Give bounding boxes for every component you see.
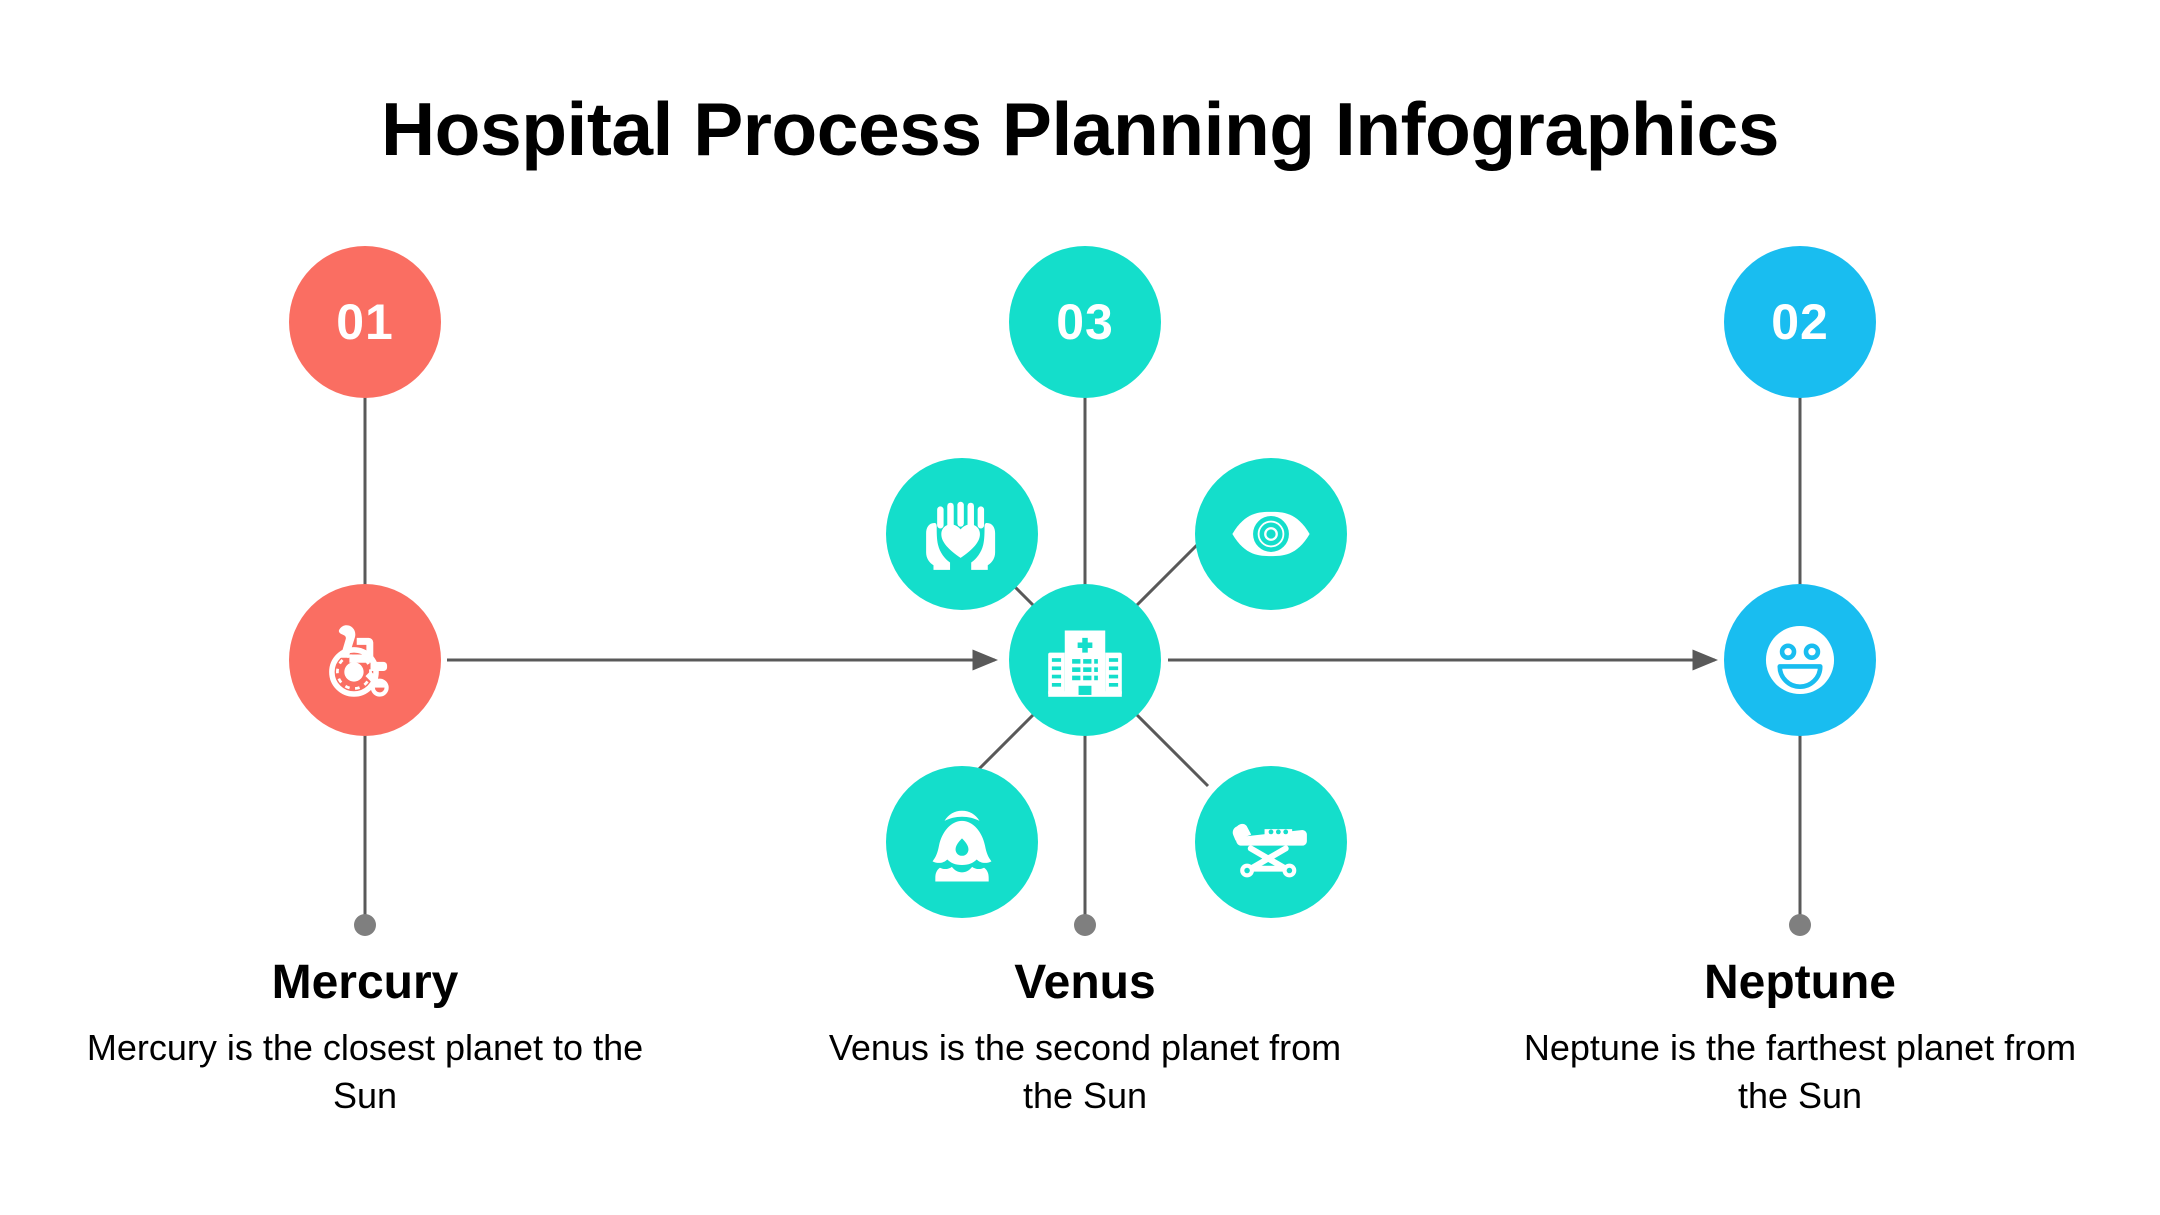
caption-mercury: Mercury Mercury is the closest planet to… bbox=[85, 955, 645, 1119]
step-badge-01[interactable]: 01 bbox=[289, 246, 441, 398]
step-number-01: 01 bbox=[336, 294, 394, 350]
caption-neptune: Neptune Neptune is the farthest planet f… bbox=[1520, 955, 2080, 1119]
satellite-node-eye[interactable] bbox=[1195, 458, 1347, 610]
caption-venus: Venus Venus is the second planet from th… bbox=[805, 955, 1365, 1119]
caption-desc-mercury: Mercury is the closest planet to the Sun bbox=[86, 1027, 644, 1116]
nurse-icon bbox=[932, 810, 992, 882]
step-node-venus[interactable] bbox=[1009, 584, 1161, 736]
caption-desc-venus: Venus is the second planet from the Sun bbox=[828, 1027, 1342, 1116]
step-number-03: 03 bbox=[1056, 294, 1114, 350]
satellite-node-nurse[interactable] bbox=[886, 766, 1038, 918]
step-node-mercury[interactable] bbox=[289, 584, 441, 736]
caption-title-neptune: Neptune bbox=[1704, 956, 1896, 1009]
satellite-node-stretcher[interactable] bbox=[1195, 766, 1347, 918]
satellite-node-heart-in-hands[interactable] bbox=[886, 458, 1038, 610]
stretcher-icon bbox=[1232, 823, 1307, 878]
end-dot-mercury bbox=[354, 914, 376, 936]
caption-title-mercury: Mercury bbox=[271, 956, 459, 1009]
end-dot-neptune bbox=[1789, 914, 1811, 936]
step-badge-02[interactable]: 02 bbox=[1724, 246, 1876, 398]
smiley-face-icon bbox=[1765, 625, 1835, 695]
step-number-02: 02 bbox=[1771, 294, 1829, 350]
caption-desc-neptune: Neptune is the farthest planet from the … bbox=[1523, 1027, 2077, 1116]
heart-in-hands-icon bbox=[926, 501, 996, 570]
step-node-neptune[interactable] bbox=[1724, 584, 1876, 736]
caption-title-venus: Venus bbox=[1014, 956, 1156, 1009]
spoke-line-bottom-right bbox=[1128, 706, 1210, 788]
wheelchair-icon bbox=[329, 625, 389, 697]
page-title: Hospital Process Planning Infographics bbox=[381, 87, 1779, 171]
end-dot-venus bbox=[1074, 914, 1096, 936]
eye-icon bbox=[1232, 511, 1310, 557]
step-badge-03[interactable]: 03 bbox=[1009, 246, 1161, 398]
hospital-building-icon bbox=[1048, 630, 1122, 697]
